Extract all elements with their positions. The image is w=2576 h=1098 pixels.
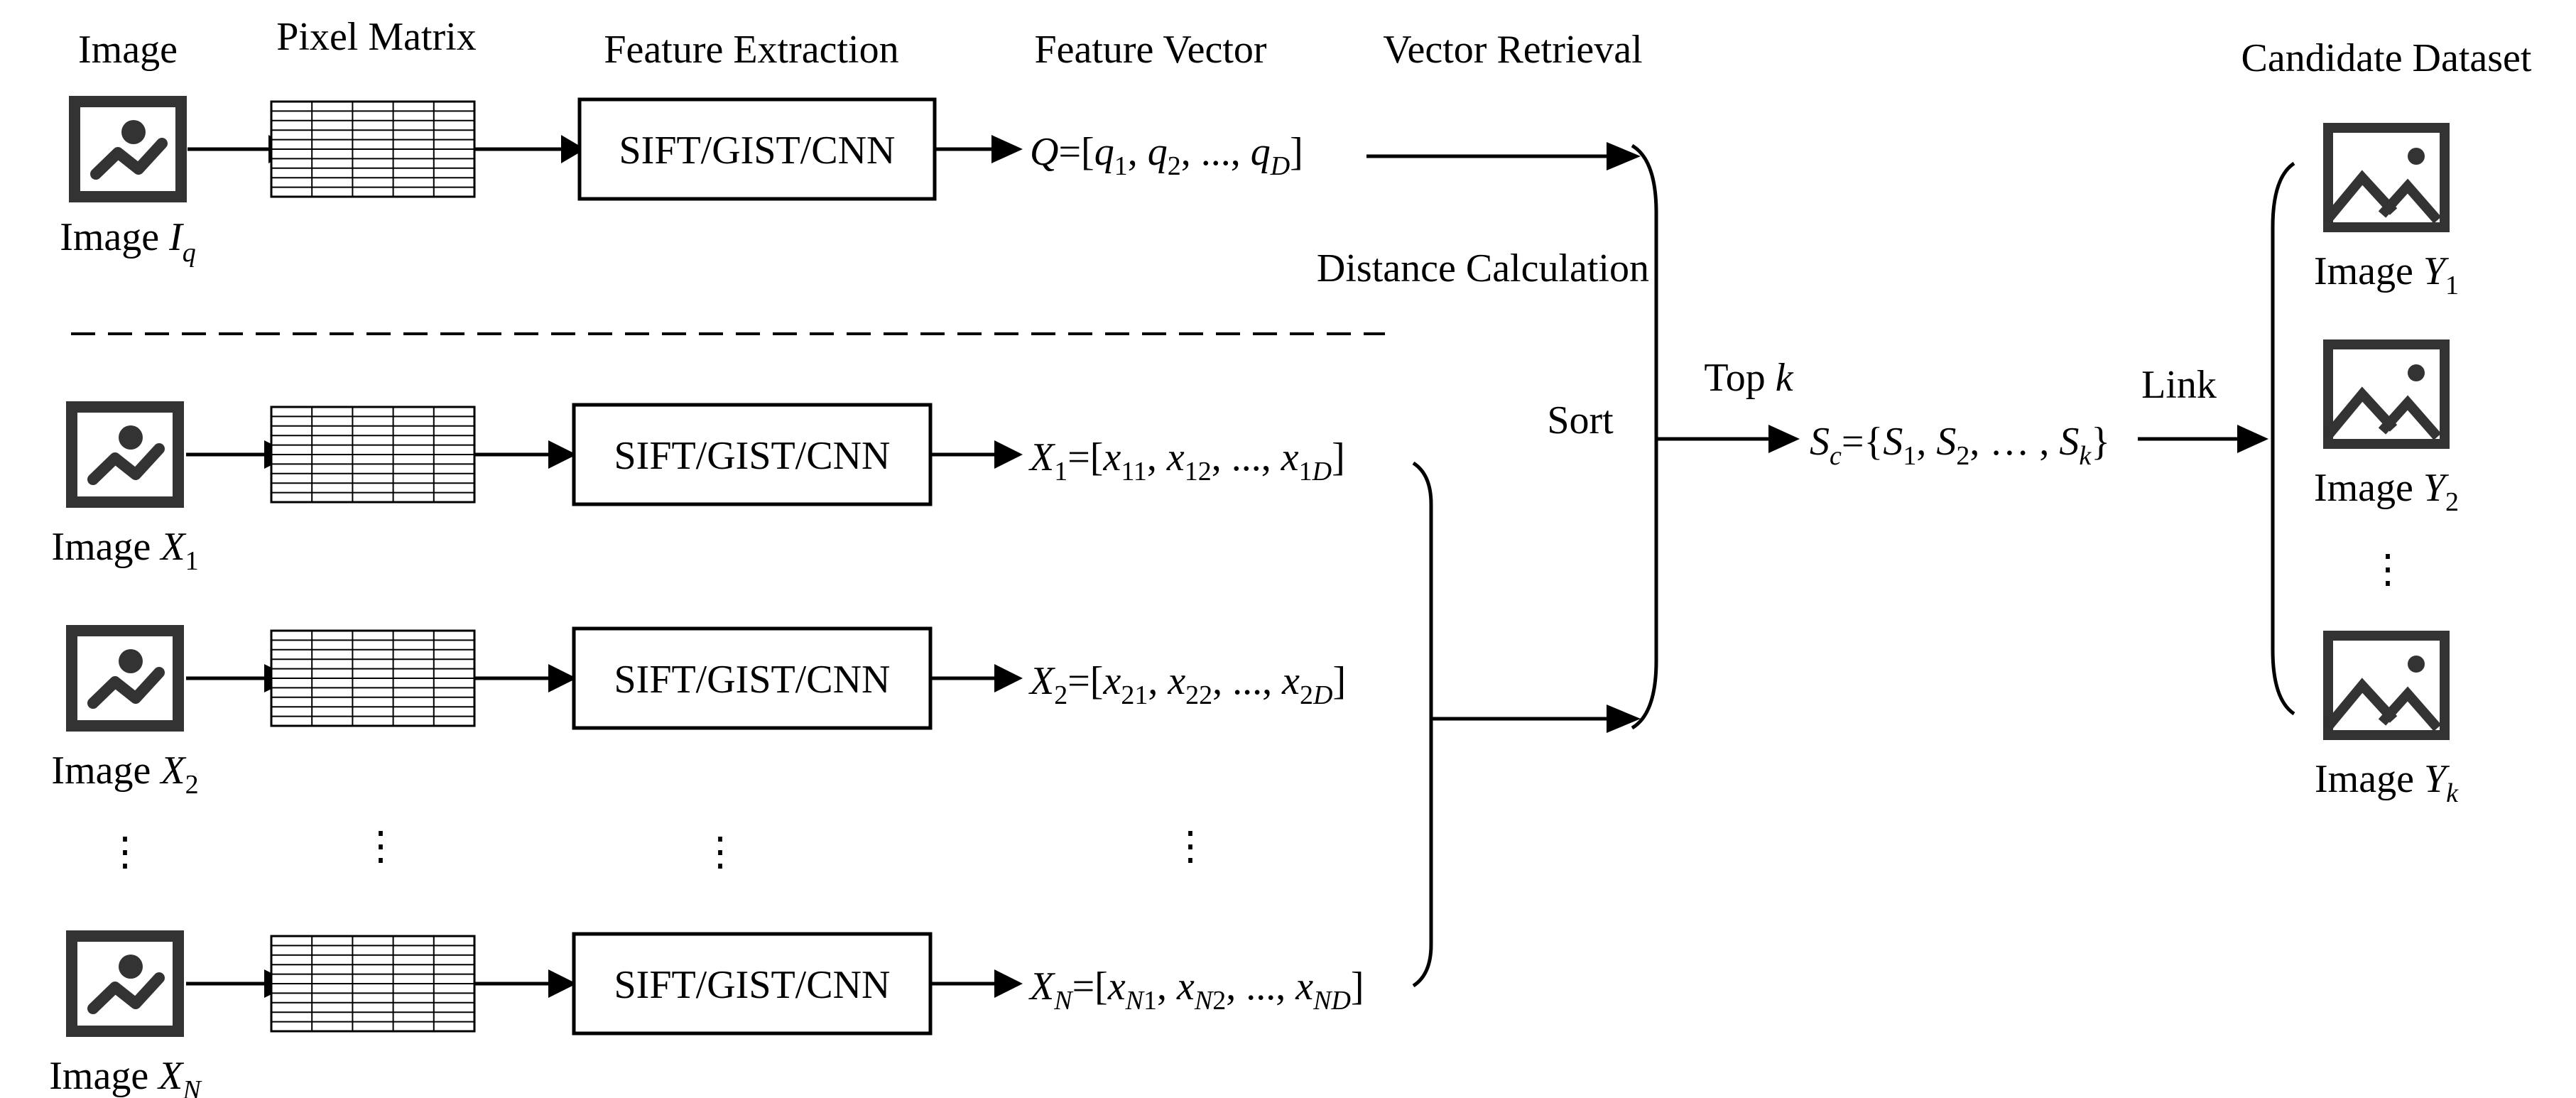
arrowhead [991,135,1023,163]
ellipsis-extractor-col: ⋮ [700,830,740,874]
retrieval-brace [1631,143,1658,730]
database-row: Image XN SIFT/GIST/CNN XN=[xN1, xN2, ..., … [49,930,1364,1098]
candidate-item: Image Y1 [2314,123,2459,300]
query-row: Image Iq SIFT/GIST/CNN Q=[q1, q2, ..., q… [60,96,1641,268]
feature-vector-text: X1=[x11, x12, ..., x1D] [1028,435,1345,487]
candidate-image-label: Image Y1 [2314,249,2459,300]
top-k-label: Top k [1704,356,1793,400]
image-landscape-icon [2323,339,2450,449]
arrowhead [548,969,577,998]
image-line-chart-icon [66,625,184,732]
candidate-item: Image Y2 [2314,339,2459,517]
arrowhead [994,969,1023,998]
ellipsis-vector-col: ⋮ [1170,825,1210,869]
arrowhead [2237,425,2268,453]
candidate-image-label: Image Yk [2315,757,2459,808]
feature-vector-text: X2=[x21, x22, ..., x2D] [1028,659,1346,710]
pixel-matrix-grid [270,629,476,727]
header-feature-extraction: Feature Extraction [604,28,898,72]
image-landscape-icon [2323,123,2450,232]
arrowhead [1607,705,1641,733]
ellipsis-candidates: ⋮ [2368,548,2408,592]
link-label: Link [2141,363,2217,407]
arrowhead [994,664,1023,692]
arrowhead [561,135,585,163]
feature-vector-text: XN=[xN1, xN2, ..., xND] [1028,964,1364,1016]
database-row: Image X1 SIFT/GIST/CNN X1=[x11, x12, ..., … [51,401,1345,576]
database-brace [1412,461,1433,988]
ellipsis-image-col: ⋮ [105,830,145,874]
image-line-chart-icon [69,96,187,202]
arrowhead [1607,142,1641,170]
database-row: Image X2 SIFT/GIST/CNN X2=[x21, x22, ..., … [51,625,1346,800]
query-vector-text: Q=[q1, q2, ..., qD] [1030,130,1303,181]
header-feature-vector: Feature Vector [1034,28,1266,72]
database-rows: Image X1 SIFT/GIST/CNN X1=[x11, x12, ..., … [49,401,1364,1098]
arrowhead [1768,425,1800,453]
arrowhead [548,664,577,692]
extractor-label: SIFT/GIST/CNN [614,963,891,1007]
image-line-chart-icon [66,930,184,1037]
image-line-chart-icon [66,401,184,508]
pixel-matrix-grid [270,935,476,1033]
distance-calculation-label: Distance Calculation [1317,246,1649,290]
candidate-set-text: Sc={S1, S2, … , Sk} [1810,420,2110,471]
image-landscape-icon [2323,631,2450,740]
header-candidate-dataset: Candidate Dataset [2241,36,2532,80]
extractor-label: SIFT/GIST/CNN [614,434,891,478]
extractor-box [572,932,933,1036]
candidate-image-label: Image Y2 [2314,466,2459,517]
header-vector-retrieval: Vector Retrieval [1383,28,1642,72]
sort-label: Sort [1547,398,1614,442]
candidate-brace [2271,161,2295,716]
query-image-label: Image Iq [60,215,196,268]
extractor-box [572,403,933,506]
pixel-matrix-grid [270,100,476,198]
arrowhead [994,440,1023,469]
database-image-label: Image XN [49,1054,202,1098]
header-image: Image [78,28,178,72]
candidate-list: Image Y1 Image Y2 Image Yk [2314,123,2459,808]
pixel-matrix-grid [270,406,476,504]
ellipsis-matrix-col: ⋮ [361,825,401,869]
header-pixel-matrix: Pixel Matrix [276,15,477,59]
arrowhead [548,440,577,469]
candidate-item: Image Yk [2315,631,2459,808]
extractor-box [572,626,933,730]
extractor-label: SIFT/GIST/CNN [619,129,896,173]
database-image-label: Image X1 [51,525,198,576]
extractor-label: SIFT/GIST/CNN [614,658,891,702]
database-image-label: Image X2 [51,749,198,800]
